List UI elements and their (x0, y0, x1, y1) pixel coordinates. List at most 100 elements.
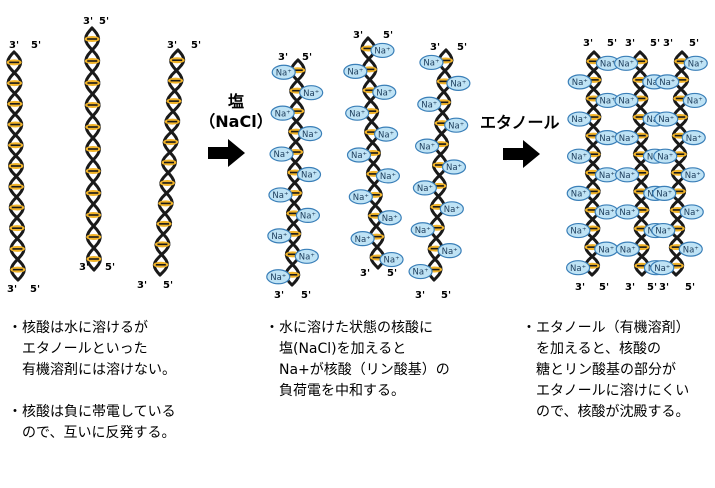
sodium-ion-shape (270, 105, 295, 121)
sodium-ion: Na⁺ (680, 167, 705, 183)
sodium-ion-label: Na⁺ (570, 264, 586, 274)
salt-arrow-icon (208, 139, 245, 167)
sodium-ion: Na⁺ (650, 260, 675, 276)
sodium-ion-shape (297, 125, 323, 142)
sodium-ion-label: Na⁺ (351, 151, 367, 161)
sodium-ion-label: Na⁺ (657, 152, 673, 162)
three-prime-end-label: 3' (9, 40, 19, 51)
sodium-ion-label: Na⁺ (687, 97, 703, 107)
sodium-ion-label: Na⁺ (378, 130, 394, 140)
sodium-ion: Na⁺ (408, 263, 433, 280)
sodium-ion-shape (271, 64, 296, 80)
sodium-ion-shape (441, 159, 467, 175)
sodium-ion-shape (614, 92, 639, 109)
sodium-ion-shape (346, 147, 372, 163)
sodium-ion-shape (437, 243, 462, 259)
sodium-ion-shape (446, 75, 471, 91)
sodium-ion: Na⁺ (682, 92, 707, 109)
caption-1-line-2: エタノールといった (8, 341, 148, 357)
five-prime-end-label: 5' (105, 262, 115, 273)
sodium-ion: Na⁺ (615, 204, 640, 220)
sodium-ion-label: Na⁺ (442, 247, 458, 257)
dna-strand (84, 26, 102, 272)
ions-layer: Na⁺ Na⁺ Na⁺ Na⁺ Na⁺ Na⁺ Na⁺ Na⁺ Na⁺ Na⁺ Na⁺ Na⁺ Na⁺ N… (266, 42, 708, 285)
caption-salt-neutralization: ・水に溶けた状態の核酸に 塩(NaCl)を加えると Na+が核酸（リン酸基）の … (265, 318, 450, 402)
backbone-b (668, 50, 690, 277)
three-prime-end-label: 3' (415, 290, 425, 300)
five-prime-end-label: 5' (457, 42, 467, 53)
three-prime-end-label: 3' (274, 290, 284, 300)
sodium-ion-shape (410, 222, 435, 238)
sodium-ion-shape (682, 92, 707, 109)
sodium-ion: Na⁺ (268, 187, 293, 203)
sodium-ion-shape (567, 111, 592, 127)
three-prime-end-label: 3' (663, 38, 673, 49)
five-prime-end-label: 5' (383, 30, 393, 41)
sodium-ion-shape (614, 130, 639, 146)
sodium-ion-label: Na⁺ (619, 171, 635, 181)
sodium-ion: Na⁺ (350, 231, 375, 247)
sodium-ion-label: Na⁺ (374, 47, 390, 57)
sodium-ion-label: Na⁺ (301, 171, 317, 181)
sodium-ion: Na⁺ (270, 105, 295, 121)
caption-3-line-5: ので、核酸が沈殿する。 (522, 404, 690, 420)
sodium-ion-shape (372, 84, 397, 100)
sodium-ion-label: Na⁺ (421, 100, 437, 110)
sodium-ion-label: Na⁺ (444, 205, 460, 215)
sodium-ion: Na⁺ (566, 185, 591, 201)
three-prime-end-label: 3' (659, 282, 669, 293)
sodium-ion: Na⁺ (269, 146, 294, 162)
sodium-ion: Na⁺ (565, 260, 591, 276)
sodium-ion-label: Na⁺ (347, 68, 363, 78)
sodium-ion: Na⁺ (679, 204, 704, 220)
sodium-ion-shape (417, 96, 442, 112)
sodium-ion-label: Na⁺ (380, 172, 396, 182)
sodium-ion-label: Na⁺ (654, 264, 670, 274)
sodium-ion-label: Na⁺ (571, 115, 587, 125)
sodium-ion-shape (679, 204, 704, 220)
caption-3-line-1: ・エタノール（有機溶剤） (522, 320, 690, 336)
five-prime-end-label: 5' (301, 290, 311, 300)
sodium-ion: Na⁺ (678, 241, 703, 257)
sodium-ion-shape (379, 251, 404, 268)
sodium-ion-shape (350, 231, 375, 247)
sodium-ion-label: Na⁺ (571, 152, 587, 162)
sodium-ion: Na⁺ (566, 222, 591, 239)
sodium-ion: Na⁺ (294, 248, 319, 264)
sodium-ion: Na⁺ (417, 96, 442, 112)
sodium-ion-shape (655, 74, 680, 90)
backbone-b (632, 50, 650, 277)
sodium-ion-label: Na⁺ (686, 134, 702, 144)
sodium-ion: Na⁺ (266, 269, 291, 285)
sodium-ion: Na⁺ (343, 63, 368, 79)
sodium-ion-shape (565, 260, 591, 276)
sodium-ion-shape (266, 269, 291, 285)
sodium-ion-label: Na⁺ (618, 97, 634, 107)
sodium-ion: Na⁺ (615, 241, 640, 257)
sodium-ion-label: Na⁺ (384, 256, 400, 266)
sodium-ion: Na⁺ (271, 64, 296, 80)
sodium-ion: Na⁺ (370, 42, 395, 59)
sodium-ion-shape (414, 138, 440, 154)
sodium-ion-shape (681, 130, 706, 146)
sodium-ion-label: Na⁺ (599, 208, 615, 218)
sodium-ion-shape (439, 201, 464, 217)
sodium-ion: Na⁺ (437, 243, 462, 259)
sodium-ion-shape (444, 117, 469, 133)
caption-dissolved-nucleic-acid: ・核酸は水に溶けるが エタノールといった 有機溶剤には溶けない。 ・核酸は負に帯… (8, 318, 176, 444)
sodium-ion-label: Na⁺ (598, 245, 614, 255)
sodium-ion-shape (373, 126, 399, 142)
sodium-ion: Na⁺ (414, 138, 440, 154)
dna-strand (152, 48, 186, 277)
three-prime-end-label: 3' (353, 30, 363, 41)
sodium-ion-shape (345, 105, 370, 121)
five-prime-end-label: 5' (302, 52, 312, 63)
caption-3-line-4: エタノールに溶けにくい (522, 383, 690, 399)
caption-2-line-3: Na+が核酸（リン酸基）の (265, 362, 450, 378)
sodium-ion: Na⁺ (297, 125, 323, 142)
sodium-ion: Na⁺ (299, 85, 324, 101)
sodium-ion-shape (653, 148, 678, 164)
sodium-ion-label: Na⁺ (274, 150, 290, 160)
sodium-ion-label: Na⁺ (659, 78, 675, 88)
five-prime-end-label: 5' (191, 40, 201, 51)
